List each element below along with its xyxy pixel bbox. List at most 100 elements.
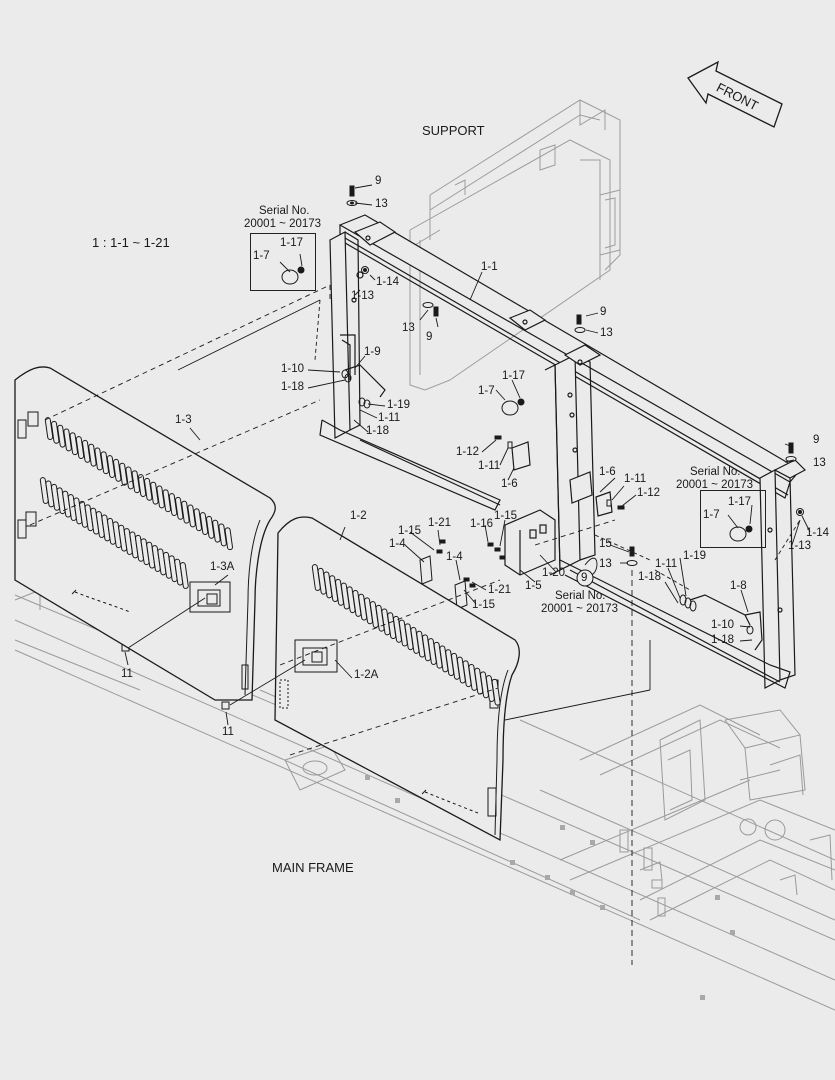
legend-text: 1 : 1-1 ~ 1-21 <box>92 235 170 250</box>
part-label: 1-18 <box>638 571 662 583</box>
part-label: 15 <box>599 538 612 550</box>
louver-slot <box>69 432 78 456</box>
part-label: 1-12 <box>456 446 480 458</box>
serial-callout-box-left <box>250 233 316 291</box>
part-label: 1-10 <box>281 363 305 375</box>
part-label: 9 <box>426 331 433 343</box>
part-label: 1-17 <box>502 370 526 382</box>
part-label: 13 <box>600 327 613 339</box>
louver-slot <box>193 508 202 532</box>
serial-label-left: Serial No. <box>259 205 310 217</box>
part-label: 1-8 <box>730 580 747 592</box>
louver-slot <box>224 527 233 551</box>
panel-1-2 <box>274 516 520 842</box>
louver-slot <box>125 466 134 490</box>
serial-label-right: Serial No. <box>690 466 741 478</box>
part-label: 1-4 <box>446 551 463 563</box>
hardware <box>121 185 804 710</box>
louver-slot <box>150 481 159 505</box>
louver-slot <box>51 420 60 444</box>
part-label: 1-11 <box>378 412 401 424</box>
support-drawing <box>409 99 621 391</box>
louver-slot <box>212 519 221 543</box>
part-label: 1-7 <box>478 385 495 397</box>
louver-slot <box>75 436 85 459</box>
louver-slot <box>162 489 171 513</box>
part-label: 1-2 <box>350 510 367 522</box>
part-label: 1-3A <box>210 561 235 573</box>
part-label: 1-6 <box>501 478 518 490</box>
part-label: 1-7 <box>253 250 270 262</box>
part-label: 1-11 <box>624 473 647 485</box>
louver-slot <box>137 474 147 497</box>
louver-slot <box>181 500 190 524</box>
part-label: 1-7 <box>703 509 720 521</box>
part-label: 1-17 <box>728 496 752 508</box>
part-label: 1-21 <box>488 584 512 596</box>
part-label: 1-4 <box>389 538 406 550</box>
serial-label-bottom: Serial No. <box>555 590 606 602</box>
part-label: 1-1 <box>481 261 498 273</box>
part-label: 9 <box>375 175 382 187</box>
louver-slot <box>218 523 227 547</box>
part-label: 9 <box>600 306 607 318</box>
louver-slot <box>179 562 189 589</box>
serial-callout-circle <box>576 569 594 587</box>
louver-slot <box>106 455 116 478</box>
part-label: 1-11 <box>655 558 678 570</box>
louver-slot <box>44 417 54 440</box>
louver-slot <box>131 470 140 494</box>
louver-slot <box>88 443 97 467</box>
louver-slot <box>82 439 91 463</box>
part-label: 1-12 <box>637 487 661 499</box>
front-arrow <box>687 60 783 128</box>
panel-1-3 <box>14 366 276 701</box>
louver-slot <box>156 485 165 509</box>
part-label: 1-13 <box>351 290 375 302</box>
leader-lines <box>29 184 811 965</box>
serial-callout-box-right <box>700 490 766 548</box>
louver-slot <box>491 678 501 706</box>
louver-slot <box>57 424 66 448</box>
louver-slot <box>144 477 153 501</box>
part-label: 11 <box>222 726 234 738</box>
part-label: 1-15 <box>472 599 496 611</box>
part-label: 1-21 <box>428 517 452 529</box>
part-label: 1-19 <box>683 550 707 562</box>
lock-rods <box>340 334 763 651</box>
part-label: 1-3 <box>175 414 192 426</box>
louver-slot <box>206 515 215 539</box>
main-frame-drawing <box>14 589 835 1011</box>
support-label: SUPPORT <box>422 123 485 138</box>
part-label: 9 <box>813 434 820 446</box>
louver-slot <box>119 462 128 486</box>
part-label: 1-19 <box>387 399 411 411</box>
part-label: 13 <box>402 322 415 334</box>
part-label: 1-2A <box>354 669 379 681</box>
part-label: 1-18 <box>711 634 735 646</box>
louver-slot <box>100 451 109 475</box>
part-label: 1-16 <box>470 518 494 530</box>
part-label: 1-20 <box>542 567 566 579</box>
part-label: 1-14 <box>376 276 400 288</box>
part-label: 13 <box>599 558 612 570</box>
part-label: 1-14 <box>806 527 830 539</box>
serial-range-left: 20001 ~ 20173 <box>244 218 322 230</box>
part-label: 1-9 <box>364 346 381 358</box>
part-label: 1-17 <box>280 237 304 249</box>
part-label: 13 <box>813 457 826 469</box>
part-label: 1-13 <box>788 540 812 552</box>
part-label: 1-10 <box>711 619 735 631</box>
part-label: 1-15 <box>398 525 422 537</box>
part-label: 1-15 <box>494 510 518 522</box>
part-label: 1-18 <box>281 381 305 393</box>
part-label: 1-18 <box>366 425 390 437</box>
serial-range-bottom: 20001 ~ 20173 <box>541 603 619 615</box>
part-label: 1-6 <box>599 466 616 478</box>
louver-slot <box>168 493 178 516</box>
louver-slot <box>94 447 103 471</box>
louver-slot <box>63 428 72 452</box>
serial-range-right: 20001 ~ 20173 <box>676 479 754 491</box>
louver-slot <box>113 458 122 482</box>
